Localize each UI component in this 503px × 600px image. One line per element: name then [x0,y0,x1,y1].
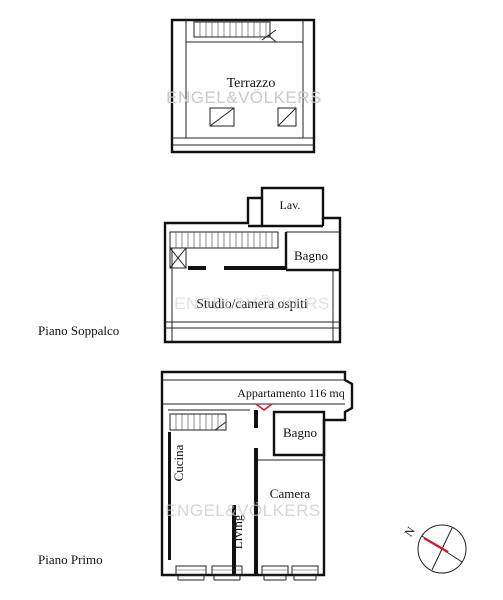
terrace-floor-plan: Terrazzo ENGEL&VÖLKERS [166,18,322,154]
mezzanine-stair [169,231,279,269]
compass-north-label: N [402,524,419,539]
compass-icon [417,524,467,574]
room-label-bagno: Bagno [283,425,317,440]
room-label-bagno: Bagno [294,248,328,263]
terrace-stair [193,21,277,43]
compass-needle [423,536,449,554]
bagno-walls [272,410,326,457]
compass: N [402,524,467,574]
first-floor-stair [169,413,227,431]
floor-label-first: Piano Primo [38,552,103,567]
room-label-camera: Camera [270,486,311,501]
window-balcony [261,565,289,581]
watermark: ENGEL&VÖLKERS [166,88,322,107]
window-balcony [291,565,319,581]
watermark: ENGEL&VÖLKERS [174,294,330,313]
room-label-terrazzo: Terrazzo [227,76,276,91]
room-label-studio: Studio/camera ospiti [196,296,308,311]
floor-label-mezzanine: Piano Soppalco [38,323,119,338]
mezzanine-outline [163,186,342,344]
first-floor-plan: Appartamento 116 mq Bagno Camera Cucina … [160,370,354,581]
partition-wall [188,266,206,270]
terrace-outline [170,18,316,154]
watermark: ENGEL&VÖLKERS [165,501,321,520]
entrance-marker [255,403,273,411]
mezzanine-floor-plan: Lav. Bagno Studio/camera ospiti ENGEL&VÖ… [163,186,342,344]
skylight [209,107,235,127]
room-label-cucina: Cucina [171,444,186,481]
kitchen-counter [168,432,171,560]
central-wall [254,448,258,575]
apartment-area-label: Appartamento 116 mq [237,386,345,400]
skylight [277,107,297,127]
room-label-lav: Lav. [280,198,301,212]
partition-wall [224,266,286,270]
window-balcony [211,565,243,581]
central-wall [254,410,258,428]
living-wall [232,505,236,575]
room-label-living: Living [230,514,245,549]
window-balcony [175,565,207,581]
